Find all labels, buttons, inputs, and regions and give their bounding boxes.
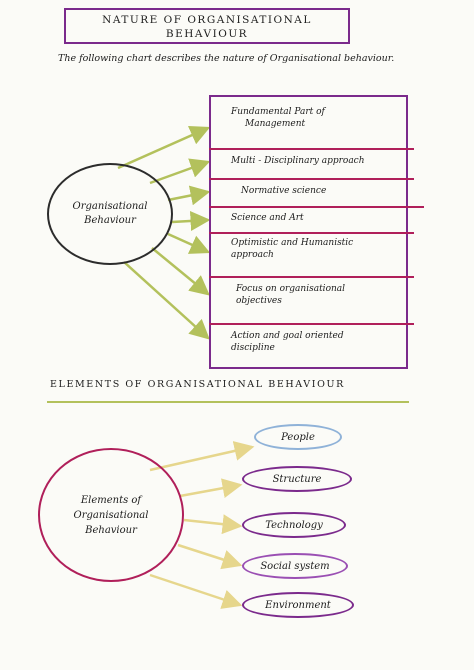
element-pill-environment: Environment bbox=[242, 592, 354, 618]
nature-divider bbox=[209, 178, 414, 180]
nature-item: Fundamental Part of Management bbox=[231, 107, 325, 129]
nature-divider bbox=[209, 276, 414, 278]
nature-item: Normative science bbox=[241, 186, 327, 196]
nature-arrow-1 bbox=[117, 125, 211, 170]
elements-heading: ELEMENTS OF ORGANISATIONAL BEHAVIOUR bbox=[50, 379, 345, 390]
elements-arrow-2 bbox=[179, 478, 243, 498]
elements-arrow-1 bbox=[149, 441, 255, 472]
nature-item: Action and goal oriented discipline bbox=[231, 331, 344, 353]
element-pill-people: People bbox=[254, 424, 342, 450]
nature-divider bbox=[209, 323, 414, 325]
nature-divider bbox=[209, 206, 424, 208]
nature-arrow-7 bbox=[123, 261, 210, 340]
nature-item: Multi - Disciplinary approach bbox=[231, 156, 365, 166]
page-title: NATURE OF ORGANISATIONAL BEHAVIOUR bbox=[64, 8, 350, 44]
title-line-2: BEHAVIOUR bbox=[165, 28, 249, 40]
nature-arrow-6 bbox=[151, 247, 210, 296]
nature-divider bbox=[209, 232, 414, 234]
element-pill-technology: Technology bbox=[242, 512, 346, 538]
nature-arrow-5 bbox=[167, 232, 211, 254]
nature-arrow-4 bbox=[171, 210, 211, 231]
nature-item: Focus on organisational objectives bbox=[236, 284, 346, 306]
nature-item: Science and Art bbox=[231, 213, 304, 223]
nature-divider bbox=[209, 148, 414, 150]
title-line-1: NATURE OF ORGANISATIONAL bbox=[102, 14, 312, 26]
organisational-behaviour-node: Organisational Behaviour bbox=[47, 163, 173, 265]
elements-node: Elements of Organisational Behaviour bbox=[38, 448, 184, 582]
element-pill-structure: Structure bbox=[242, 466, 352, 492]
nature-arrow-2 bbox=[149, 158, 211, 185]
elements-arrow-4 bbox=[177, 543, 243, 570]
nature-arrow-3 bbox=[167, 185, 211, 206]
intro-text: The following chart describes the nature… bbox=[58, 53, 395, 64]
element-pill-social-system: Social system bbox=[242, 553, 348, 579]
nature-item: Optimistic and Humanistic approach bbox=[231, 238, 354, 260]
elements-arrow-5 bbox=[149, 573, 243, 609]
section-divider bbox=[47, 401, 409, 403]
elements-arrow-3 bbox=[183, 514, 243, 535]
